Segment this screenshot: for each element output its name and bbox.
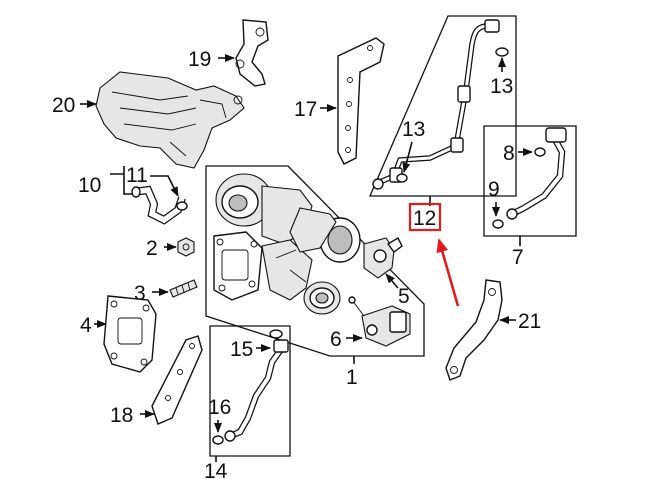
leader-11 xyxy=(150,175,179,197)
group-box-1 xyxy=(205,165,425,357)
callout-13b: 13 xyxy=(402,118,425,141)
actuator-5-part xyxy=(363,237,403,279)
callout-2: 2 xyxy=(146,237,158,260)
callout-8: 8 xyxy=(503,142,515,165)
callout-17: 17 xyxy=(294,98,317,121)
hose-10-part xyxy=(131,185,188,225)
gasket-18-part xyxy=(151,335,203,425)
leader-13b xyxy=(402,141,413,173)
callout-13a: 13 xyxy=(490,75,513,98)
washer-13-part xyxy=(396,47,509,183)
oil-return-7-part xyxy=(492,127,567,229)
gasket-4-part xyxy=(103,295,157,373)
callout-18: 18 xyxy=(110,404,133,427)
nut-2-part xyxy=(177,237,195,257)
leader-5 xyxy=(385,273,399,289)
callout-11: 11 xyxy=(126,164,148,187)
oil-line-12-part xyxy=(372,19,500,190)
group-box-7 xyxy=(483,125,577,237)
callout-7: 7 xyxy=(512,246,524,269)
actuator-6-part xyxy=(348,296,411,347)
callout-3: 3 xyxy=(134,282,146,305)
callout-20: 20 xyxy=(52,94,75,117)
turbocharger-1-part xyxy=(213,173,361,315)
callout-15: 15 xyxy=(230,338,253,361)
callout-9: 9 xyxy=(488,178,500,201)
highlight-arrow xyxy=(436,238,460,307)
callout-4: 4 xyxy=(80,314,92,337)
callout-1: 1 xyxy=(346,366,358,389)
callout-16: 16 xyxy=(208,396,231,419)
callout-5: 5 xyxy=(398,285,410,308)
callout-12: 12 xyxy=(413,207,436,230)
bracket-21-part xyxy=(445,279,503,381)
callout-10: 10 xyxy=(78,174,101,197)
bracket-19-part xyxy=(235,19,269,87)
gasket-17-part xyxy=(337,37,385,165)
group-box-14 xyxy=(209,325,291,457)
coolant-line-14-part xyxy=(212,329,289,445)
callout-6: 6 xyxy=(330,328,342,351)
highlight-box-12 xyxy=(408,202,442,232)
heat-shield-20-part xyxy=(95,71,245,169)
callout-19: 19 xyxy=(188,48,211,71)
leader-10 xyxy=(110,166,132,195)
callout-14: 14 xyxy=(204,460,228,483)
callout-21: 21 xyxy=(518,310,541,333)
group-box-12 xyxy=(369,15,517,197)
stud-3-part xyxy=(169,279,198,298)
